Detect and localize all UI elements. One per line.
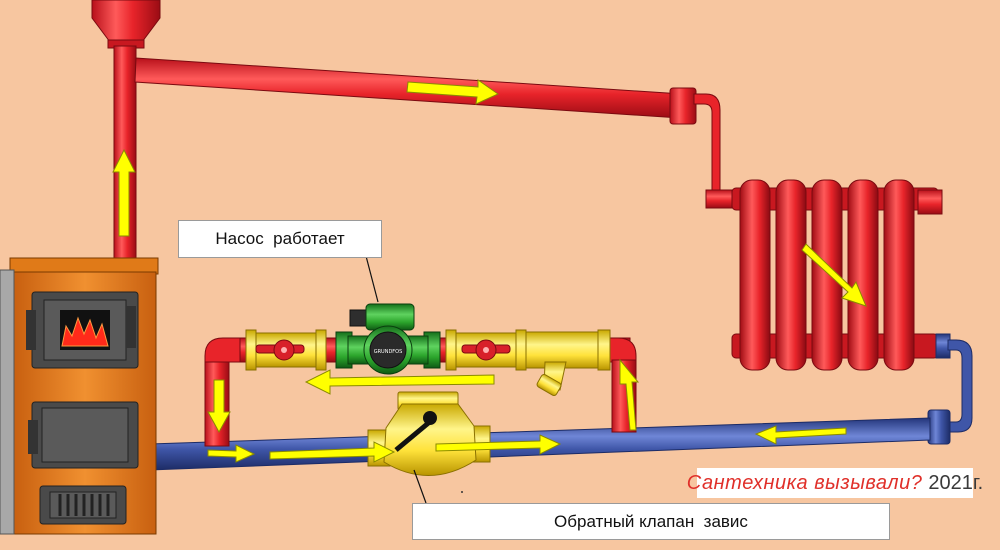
fire-icon: [61, 316, 109, 347]
flow-arrow-return-1: [207, 444, 256, 463]
flow-arrows: [112, 79, 867, 463]
flow-arrow-top-bypass-left: [304, 369, 495, 395]
pump-brand-label: GRUNDFOS: [374, 349, 403, 355]
flow-arrow-bypass-left-down: [207, 379, 231, 434]
ball-valve-icon: [245, 329, 327, 371]
boiler-icon: [0, 257, 159, 535]
flow-arrow-radiator: [801, 243, 867, 307]
ball-valve-icon: [445, 329, 527, 371]
dot: [461, 491, 463, 493]
supply-pipe-top: [134, 57, 733, 209]
watermark-year: 2021г.: [928, 471, 984, 494]
valve-callout-leader: [413, 469, 427, 504]
check-valve-icon: [367, 391, 491, 476]
flow-arrow-top: [406, 79, 500, 105]
pump-callout-leader: [365, 255, 379, 303]
radiator-icon: [731, 179, 951, 371]
flow-arrow-return-right: [754, 425, 847, 445]
pump-status-callout: Насос работает: [178, 220, 382, 258]
watermark: Сантехника вызывали? 2021г.: [687, 468, 983, 498]
watermark-text: Сантехника вызывали?: [686, 471, 923, 494]
flow-arrow-return-2: [269, 441, 396, 463]
flow-arrow-chimney-up: [112, 148, 136, 237]
strainer-icon: [525, 329, 611, 396]
check-valve-status-callout: Обратный клапан завис: [412, 503, 890, 540]
circulation-pump-icon: GRUNDFOS: [335, 303, 441, 375]
flow-arrow-return-3: [435, 434, 562, 455]
flow-arrow-bypass-right-up: [619, 358, 640, 431]
